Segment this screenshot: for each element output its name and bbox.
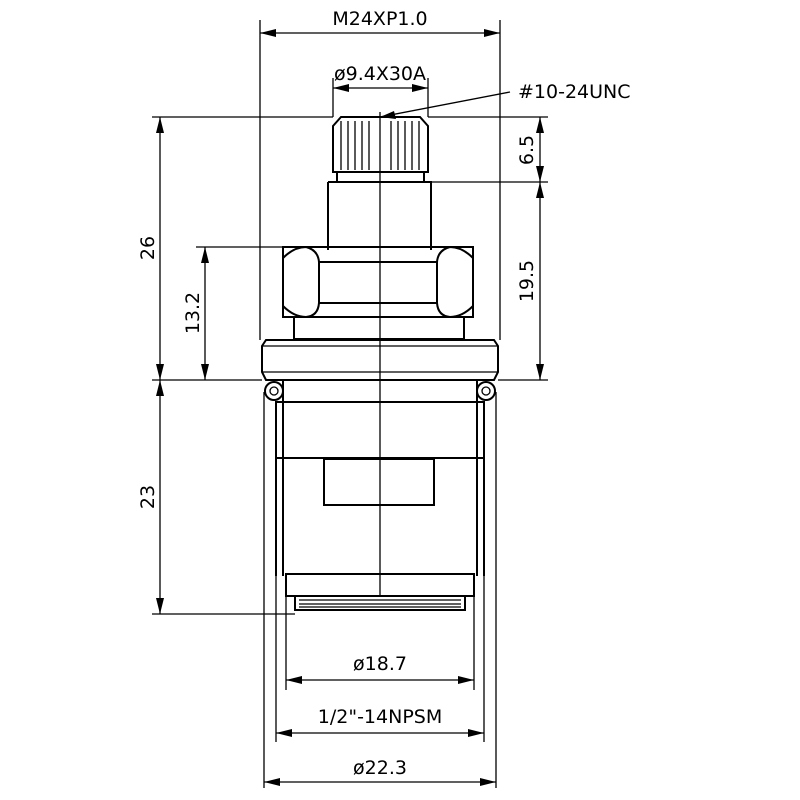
label-spline-height: 6.5 [516,135,538,165]
hex-nut [282,245,474,319]
label-bottom-diameter: ø18.7 [353,653,407,675]
spline-teeth [340,121,420,170]
label-hex-height: 13.2 [182,292,204,334]
dimension-labels: M24XP1.0 ø9.4X30A #10-24UNC 6.5 19.5 26 … [137,8,631,779]
label-spline: ø9.4X30A [334,63,426,85]
lower-body [275,381,485,597]
dimension-lines [152,20,548,788]
spline-head [332,116,429,173]
inlet-port [323,458,435,506]
label-pipe-thread: 1/2"-14NPSM [318,706,442,728]
label-overall-upper-height: 26 [137,236,159,260]
label-outer-diameter: ø22.3 [353,757,407,779]
label-thread-top: M24XP1.0 [332,8,427,30]
label-lower-body-height: 23 [137,485,159,509]
label-upper-body-height: 19.5 [516,260,538,302]
hex-collar [293,316,465,340]
cartridge-outline [261,112,499,611]
threaded-bottom [294,595,466,611]
label-screw-thread: #10-24UNC [518,81,631,103]
